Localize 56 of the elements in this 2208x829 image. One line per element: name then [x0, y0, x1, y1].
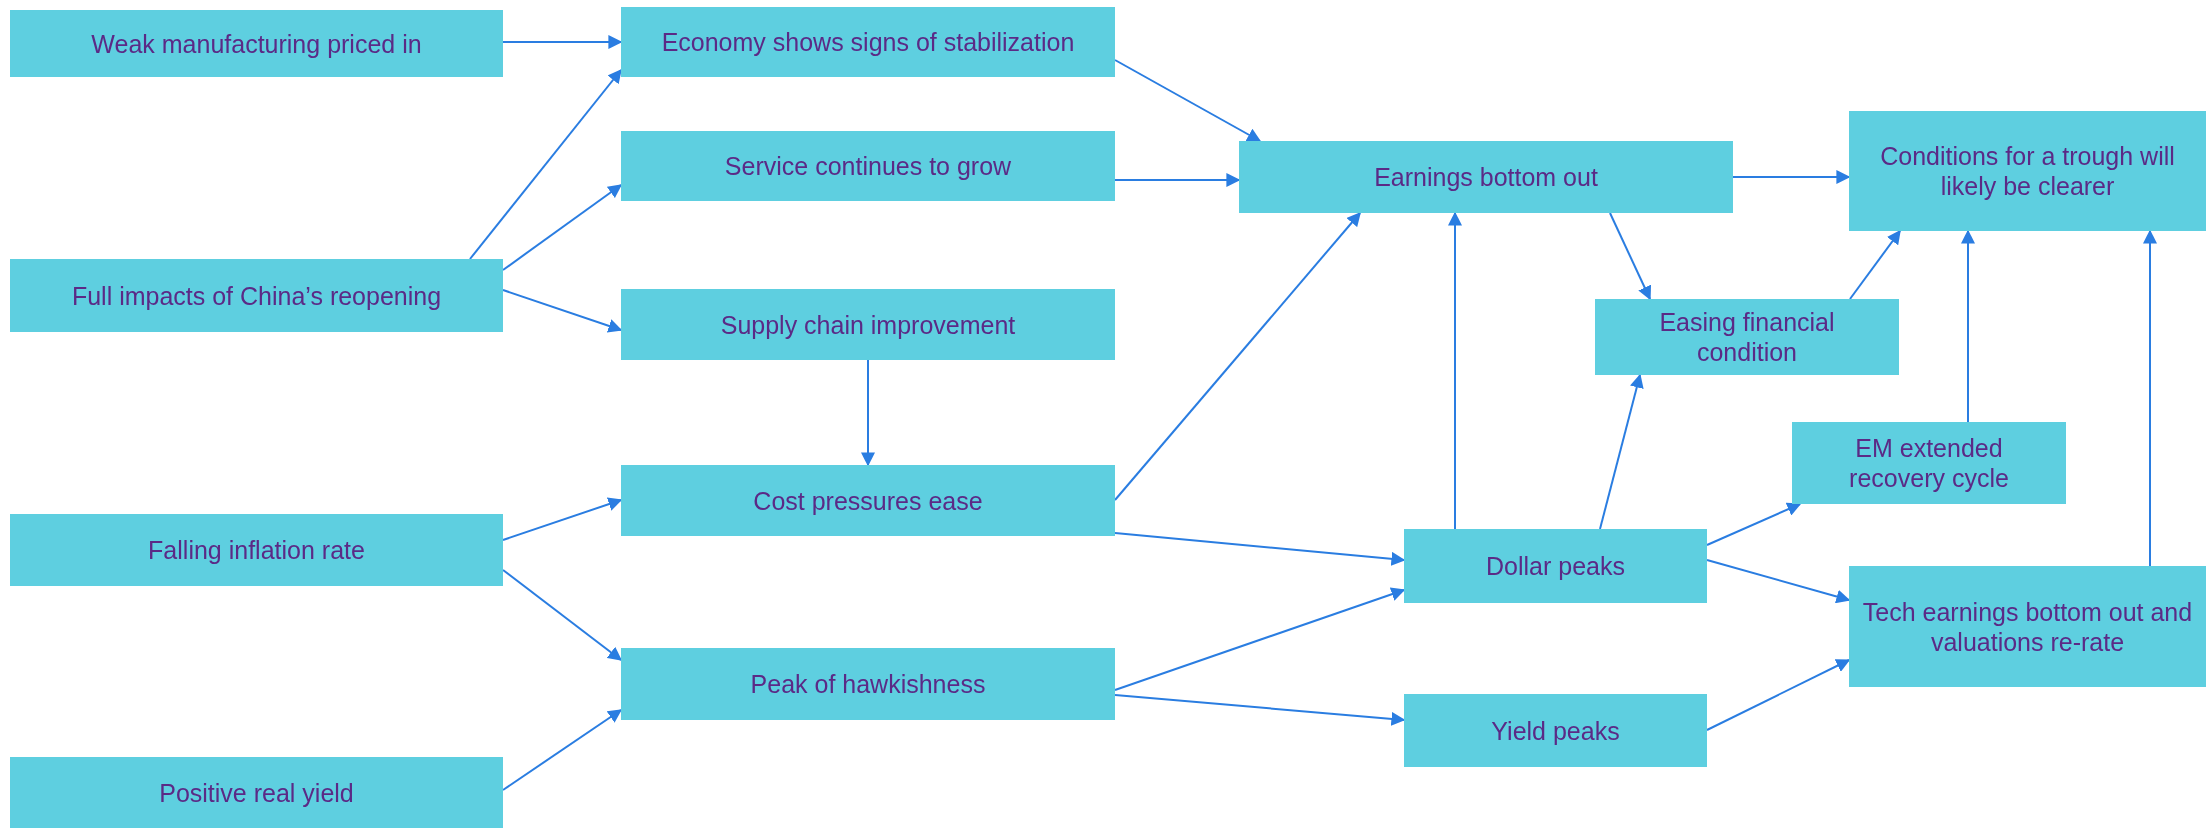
process-box [1849, 566, 2206, 687]
box-label: Dollar peaks [1486, 551, 1625, 581]
box-label: Falling inflation rate [148, 535, 365, 565]
box-label: Full impacts of China’s reopening [71, 280, 442, 311]
arrow [1609, 212, 1652, 301]
arrow [502, 184, 623, 271]
arrow [1114, 694, 1406, 726]
process-box [621, 7, 1115, 77]
process-box [1849, 111, 2206, 231]
box-label: Conditions for a trough will likely be clearer [1879, 141, 2176, 201]
arrow [1114, 173, 1241, 187]
arrow [1114, 211, 1361, 501]
process-box [1404, 694, 1707, 767]
process-box [10, 10, 503, 77]
arrow [1448, 211, 1462, 530]
box-label: Supply chain improvement [720, 309, 1016, 340]
box-label: Yield peaks [1491, 715, 1620, 746]
arrow [1706, 659, 1851, 731]
arrow [861, 359, 875, 467]
process-box [1792, 422, 2066, 504]
box-label: EM extended recovery cycle [1848, 433, 2010, 493]
process-box [1404, 529, 1707, 603]
box-label: Service continues to grow [724, 151, 1012, 181]
box-label: Cost pressures ease [753, 485, 983, 516]
box-label: Peak of hawkishness [750, 669, 986, 699]
arrow [1599, 373, 1644, 530]
box-label: Tech earnings bottom out and valuations re-rate [1861, 596, 2194, 657]
arrow [1114, 587, 1406, 691]
arrow [1706, 502, 1802, 546]
process-box [10, 259, 503, 332]
arrow [1961, 229, 1975, 423]
process-box [1595, 299, 1899, 375]
box-label: Easing financial condition [1658, 307, 1836, 367]
arrow [502, 35, 623, 49]
box-label: Positive real yield [159, 777, 354, 808]
process-box [621, 648, 1115, 720]
arrow [469, 68, 622, 260]
process-box [621, 289, 1115, 360]
arrow [502, 709, 623, 791]
arrow [1706, 559, 1851, 604]
process-box [1239, 141, 1733, 213]
process-box [621, 465, 1115, 536]
arrow [2143, 229, 2157, 567]
arrow [1114, 59, 1262, 142]
box-label: Weak manufacturing priced in [91, 28, 422, 59]
arrow [502, 497, 623, 541]
arrow [1114, 532, 1406, 566]
box-label: Economy shows signs of stabilization [661, 27, 1075, 57]
arrow [502, 569, 623, 661]
arrow [1732, 170, 1851, 184]
arrow [1849, 229, 1901, 300]
process-box [10, 514, 503, 586]
arrow [502, 289, 623, 333]
box-label: Earnings bottom out [1374, 162, 1598, 192]
process-box [10, 757, 503, 828]
process-box [621, 131, 1115, 201]
